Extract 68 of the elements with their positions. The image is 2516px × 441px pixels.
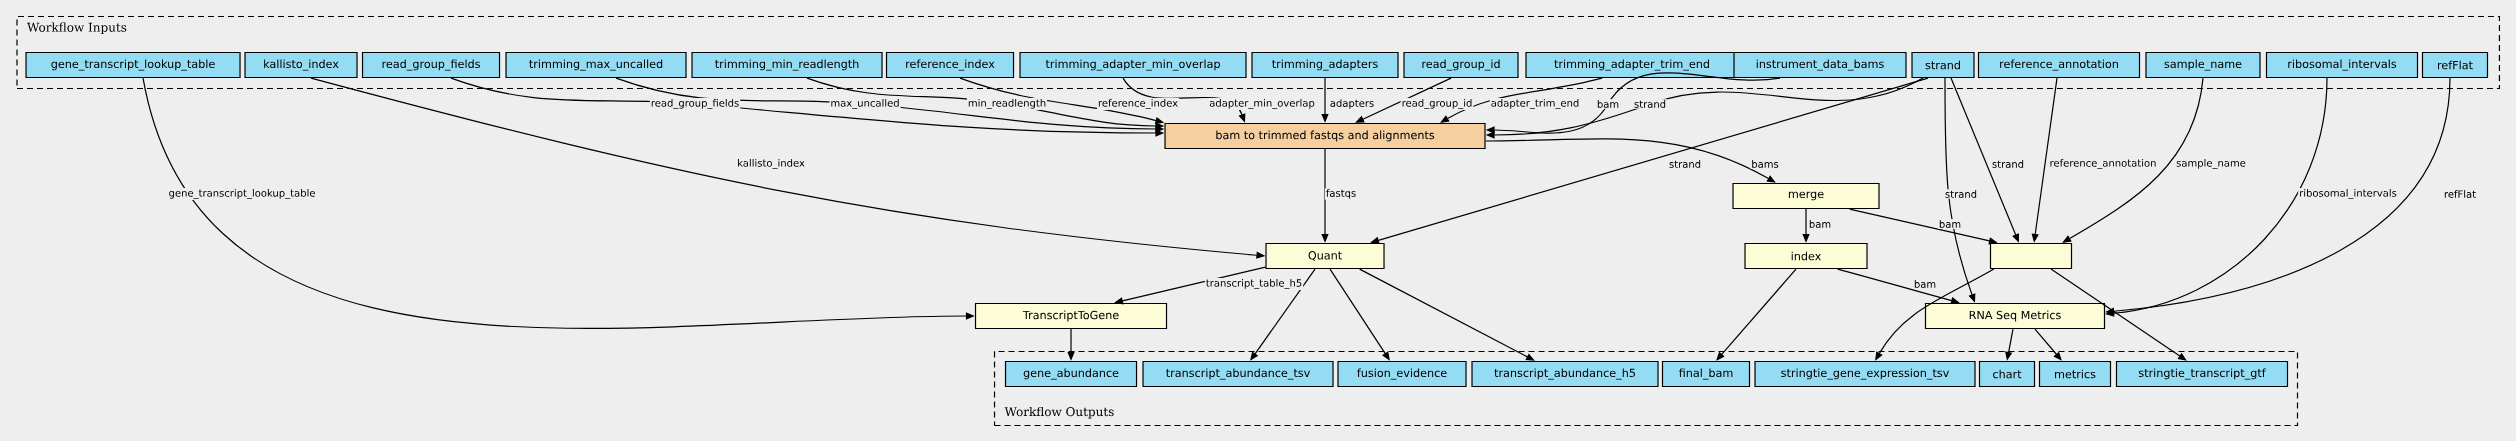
output-box: final_bam [1661, 360, 1751, 388]
edge-label: reference_index [1096, 98, 1180, 110]
arrow [1329, 268, 1390, 361]
edge-label: adapters [1328, 98, 1376, 110]
process-box: RNA Seq Metrics [1924, 302, 2106, 330]
input-box: read_group_fields [361, 51, 501, 79]
edge-label: reference_annotation [2048, 158, 2158, 170]
edge-label: transcript_table_h5 [1204, 278, 1304, 290]
edge-label: bams [1750, 159, 1780, 169]
arrow [1355, 77, 1452, 123]
edge-label: bam [1912, 279, 1938, 289]
arrow [1250, 268, 1316, 361]
edge-label: max_uncalled [829, 98, 901, 110]
arrow [2050, 268, 2187, 361]
output-box: stringtie_gene_expression_tsv [1754, 360, 1976, 388]
edge-label: kallisto_index [736, 158, 806, 170]
edge-label: read_group_id [1400, 98, 1474, 110]
arrow [2062, 77, 2204, 243]
input-box: kallisto_index [244, 51, 358, 79]
arrow [1359, 268, 1535, 361]
input-box: refFlat [2421, 51, 2489, 79]
input-box: trimming_max_uncalled [505, 51, 687, 79]
output-box: metrics [2038, 360, 2112, 388]
process-box: merge [1732, 182, 1880, 210]
empty-process-box [1989, 242, 2073, 270]
output-box: fusion_evidence [1337, 360, 1467, 388]
edge-label: read_group_fields [649, 98, 741, 110]
arrow [2034, 328, 2062, 361]
edge-label: strand [1668, 159, 1703, 169]
input-box: sample_name [2145, 51, 2261, 79]
input-box: gene_transcript_lookup_table [25, 51, 241, 79]
edge-label: bam [1937, 219, 1963, 229]
input-box: reference_index [885, 51, 1015, 79]
edge-label: adapter_min_overlap [1208, 98, 1316, 110]
edge-label: adapter_trim_end [1489, 98, 1581, 110]
input-box: read_group_id [1403, 51, 1519, 79]
edge-label: refFlat [2442, 189, 2478, 199]
output-box: stringtie_transcript_gtf [2115, 360, 2289, 388]
output-box: chart [1978, 360, 2036, 388]
arrow [1440, 77, 1603, 123]
input-box: trimming_min_readlength [691, 51, 883, 79]
edge-label: bam [1807, 219, 1833, 229]
arrow [1716, 268, 1797, 361]
input-box: trimming_adapter_trim_end [1525, 51, 1739, 79]
input-box: trimming_adapter_min_overlap [1019, 51, 1247, 79]
edge-label: min_readlength [966, 98, 1048, 110]
process-box: bam to trimmed fastqs and alignments [1164, 122, 1486, 150]
input-box: reference_annotation [1977, 51, 2141, 79]
edge-label: strand [1944, 189, 1979, 199]
input-box: strand [1911, 51, 1975, 79]
edge-label: ribosomal_intervals [2298, 188, 2398, 200]
input-box: ribosomal_intervals [2265, 51, 2419, 79]
process-box: TranscriptToGene [974, 302, 1168, 330]
arrow [1875, 268, 1995, 361]
output-box: transcript_abundance_h5 [1471, 360, 1659, 388]
process-box: index [1744, 242, 1868, 270]
edge-label: strand [1633, 99, 1668, 109]
edge-label: bam [1595, 99, 1621, 109]
edge-label: strand [1991, 159, 2026, 169]
output-box: gene_abundance [1004, 360, 1138, 388]
edge-label: fastqs [1324, 188, 1358, 200]
arrow [1485, 138, 1776, 183]
edge-label: sample_name [2175, 158, 2247, 170]
edge-label: gene_transcript_lookup_table [167, 188, 317, 200]
input-box: instrument_data_bams [1733, 51, 1907, 79]
output-box: transcript_abundance_tsv [1142, 360, 1334, 388]
input-box: trimming_adapters [1251, 51, 1399, 79]
process-box: Quant [1265, 242, 1385, 270]
